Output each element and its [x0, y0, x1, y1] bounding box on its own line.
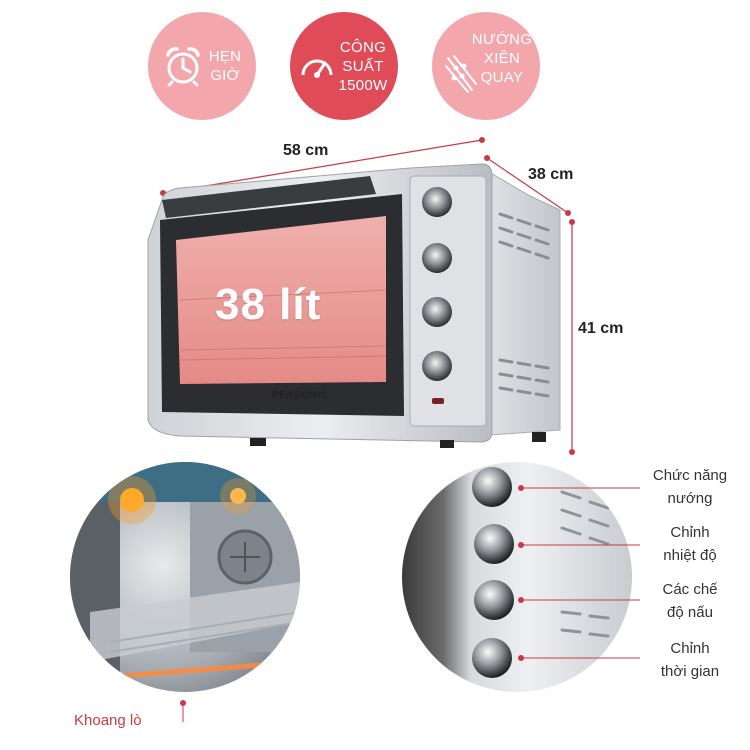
height-dimension: 41 cm: [578, 320, 624, 337]
rotisserie-label-line1: NƯỚNG: [471, 31, 533, 48]
callout-cooking-modes: Các chế độ nấu: [640, 578, 740, 624]
cavity-label: Khoang lò: [74, 712, 142, 729]
callout-timer-line1: Chỉnh: [670, 640, 710, 657]
power-feature-badge: CÔNG SUẤT 1500W: [290, 12, 398, 120]
brand-logo: PENSONIC: [272, 390, 329, 401]
callout-temperature: Chỉnh nhiệt độ: [640, 521, 740, 567]
rotisserie-feature-badge: NƯỚNG XIÊN QUAY: [432, 12, 540, 120]
callout-cooking-function: Chức năng nướng: [640, 464, 740, 510]
depth-dimension: 38 cm: [528, 166, 574, 183]
control-panel-detail-photo: [402, 462, 632, 692]
rotisserie-label: NƯỚNG XIÊN QUAY: [468, 30, 536, 87]
power-label: CÔNG SUẤT 1500W: [338, 38, 387, 95]
power-label-line3: 1500W: [338, 76, 388, 94]
callout-cooking-function-line2: nướng: [667, 490, 713, 507]
skewer-icon: [445, 55, 477, 93]
callout-timer-line2: thời gian: [660, 663, 720, 680]
alarm-clock-icon: [165, 47, 200, 87]
power-label-line1: CÔNG: [339, 38, 387, 56]
callout-cooking-modes-line1: Các chế: [662, 581, 718, 598]
rotisserie-label-line3: QUAY: [480, 69, 524, 86]
timer-label-line1: HẸN: [208, 48, 242, 65]
rotisserie-label-line2: XIÊN: [483, 50, 521, 67]
control-panel-illustration: [472, 467, 610, 678]
timer-feature-badge: HẸN GIỜ: [148, 12, 256, 120]
callout-temperature-line2: nhiệt độ: [663, 547, 717, 564]
callout-cooking-modes-line2: độ nấu: [667, 604, 713, 621]
callout-cooking-function-line1: Chức năng: [652, 467, 728, 484]
width-dimension: 58 cm: [283, 142, 329, 159]
capacity-label: 38 lít: [215, 280, 322, 329]
speedometer-icon: [301, 59, 333, 78]
timer-label-line2: GIỜ: [210, 67, 240, 84]
callout-temperature-line1: Chỉnh: [670, 524, 710, 541]
timer-label: HẸN GIỜ: [209, 47, 242, 85]
oven-illustration: [147, 163, 561, 448]
power-label-line2: SUẤT: [342, 57, 384, 75]
callout-timer: Chỉnh thời gian: [640, 637, 740, 683]
